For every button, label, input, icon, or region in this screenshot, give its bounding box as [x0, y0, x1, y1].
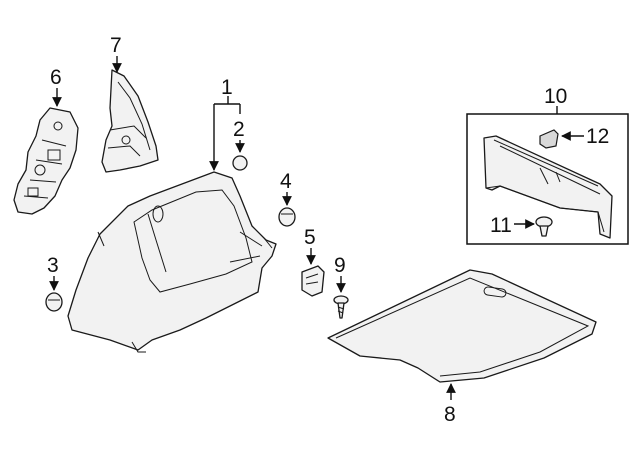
callout-5: 5	[304, 226, 316, 249]
part-12-clip	[539, 129, 559, 149]
callout-9: 9	[334, 254, 346, 277]
part-2-clip	[232, 155, 248, 171]
part-10-group-box	[466, 113, 629, 245]
part-3-push-clip	[45, 292, 63, 312]
leader-lines	[49, 56, 584, 400]
callout-6: 6	[50, 66, 62, 89]
callout-4: 4	[280, 170, 292, 193]
callout-12: 12	[586, 125, 609, 148]
part-11-nut	[535, 216, 553, 237]
part-7-upper-trim-panel	[101, 69, 159, 173]
callout-10: 10	[544, 85, 567, 108]
callout-11: 11	[490, 214, 512, 237]
callout-8: 8	[444, 403, 456, 426]
part-4-push-clip	[278, 207, 296, 227]
part-9-screw	[333, 295, 349, 319]
callout-7: 7	[110, 34, 122, 57]
part-6-bracket-panel	[13, 107, 79, 215]
callout-2: 2	[233, 118, 245, 141]
part-1-quarter-trim-panel	[67, 171, 277, 353]
part-10-sill-plate	[483, 135, 613, 239]
callout-3: 3	[47, 254, 59, 277]
part-5-retainer	[301, 265, 325, 297]
part-8-floor-panel	[327, 269, 597, 383]
callout-1: 1	[221, 76, 233, 99]
